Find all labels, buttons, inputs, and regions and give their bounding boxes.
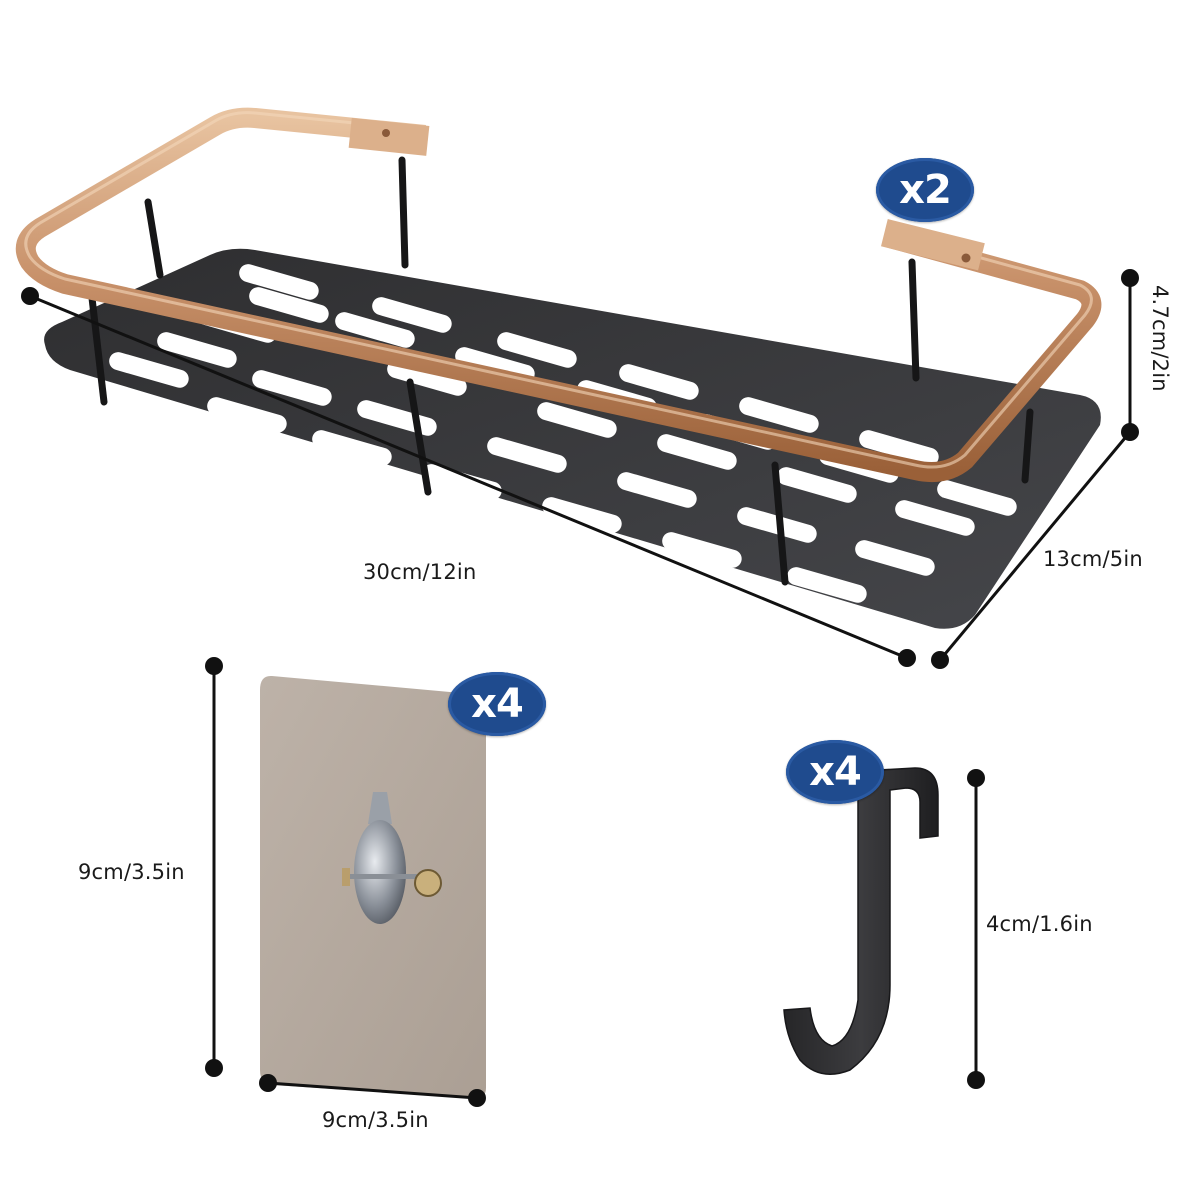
shelf-rail [15, 107, 1102, 482]
support-posts [88, 156, 1034, 586]
shelf-dimension-lines [29, 278, 1132, 661]
shelf-height-label: 4.7cm/2in [1148, 285, 1172, 392]
shelf [15, 107, 1102, 629]
hook [783, 767, 939, 1075]
pad-dimension-lines [212, 666, 478, 1100]
pad-quantity-badge: x4 [448, 672, 546, 736]
shelf-quantity-badge: x2 [876, 158, 974, 222]
hook-quantity-badge: x4 [786, 740, 884, 804]
pad-width-label: 9cm/3.5in [322, 1108, 429, 1132]
shelf-length-label: 30cm/12in [363, 560, 477, 584]
shelf-width-label: 13cm/5in [1043, 547, 1143, 571]
adhesive-pad [260, 675, 486, 1099]
pad-height-label: 9cm/3.5in [78, 860, 185, 884]
hook-height-label: 4cm/1.6in [986, 912, 1093, 936]
